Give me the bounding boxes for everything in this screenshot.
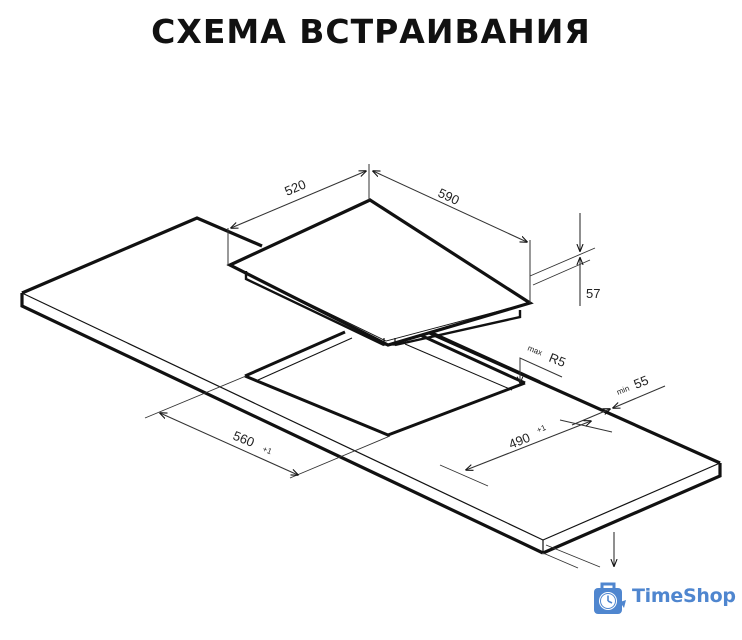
dimension-corner-radius bbox=[520, 357, 563, 383]
bottom-reference-lines bbox=[542, 532, 614, 569]
dimension-label-490-tolerance: +1 bbox=[535, 423, 547, 435]
dimension-label-r5: R5 bbox=[547, 350, 568, 370]
dimension-label-490: 490 bbox=[507, 430, 533, 452]
cutout-opening bbox=[244, 330, 541, 437]
dimension-hob-depth bbox=[227, 164, 370, 266]
dimension-label-57: 57 bbox=[586, 286, 600, 301]
dimension-label-590: 590 bbox=[436, 185, 462, 208]
hob bbox=[226, 198, 534, 347]
dimension-label-max: max bbox=[526, 344, 543, 358]
page-title: СХЕМА ВСТРАИВАНИЯ bbox=[151, 12, 591, 51]
dimension-label-560-tolerance: +1 bbox=[261, 445, 273, 457]
dimension-label-55: 55 bbox=[632, 372, 651, 391]
logo-text: TimeShop bbox=[632, 585, 736, 607]
dimension-hob-height bbox=[529, 213, 596, 306]
dimension-label-520: 520 bbox=[282, 176, 308, 198]
dimension-cutout-width bbox=[144, 375, 391, 479]
dimension-cutout-depth bbox=[439, 419, 613, 487]
clock-bag-icon bbox=[594, 582, 626, 614]
dimension-hob-width bbox=[373, 171, 531, 303]
dimension-label-min: min bbox=[615, 384, 630, 397]
timeshop-logo[interactable]: TimeShop bbox=[590, 578, 740, 622]
